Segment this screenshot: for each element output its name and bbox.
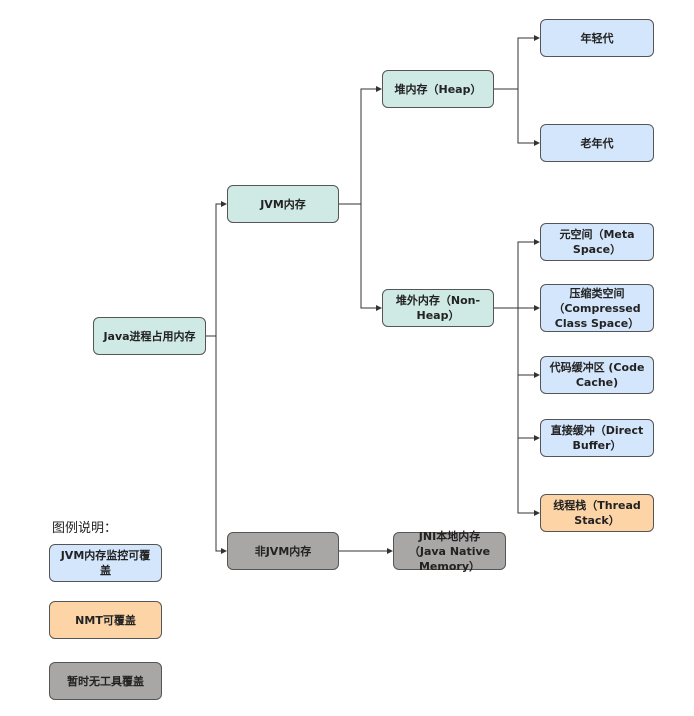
legend-item-no-tool: 暂时无工具覆盖 — [49, 662, 162, 700]
node-non-heap: 堆外内存（Non-Heap） — [382, 289, 494, 327]
node-jvm-memory: JVM内存 — [227, 185, 339, 223]
node-jni-native-memory: JNI本地内存 （Java Native Memory） — [393, 530, 506, 573]
node-old-generation: 老年代 — [540, 124, 654, 162]
node-java-process-memory: Java进程占用内存 — [93, 317, 206, 355]
node-direct-buffer: 直接缓冲（Direct Buffer） — [540, 419, 654, 457]
node-thread-stack: 线程栈（Thread Stack） — [540, 494, 654, 532]
legend-item-nmt: NMT可覆盖 — [49, 601, 162, 639]
node-young-generation: 年轻代 — [540, 19, 654, 57]
node-heap: 堆内存（Heap） — [382, 70, 494, 108]
node-meta-space: 元空间（Meta Space） — [540, 223, 654, 261]
legend-title: 图例说明： — [52, 521, 118, 536]
legend-item-jvm-monitor: JVM内存监控可覆盖 — [49, 544, 162, 582]
node-code-cache: 代码缓冲区 (Code Cache) — [540, 356, 654, 394]
node-non-jvm-memory: 非JVM内存 — [227, 532, 339, 570]
node-compressed-class-space: 压缩类空间（Compressed Class Space） — [540, 284, 654, 332]
